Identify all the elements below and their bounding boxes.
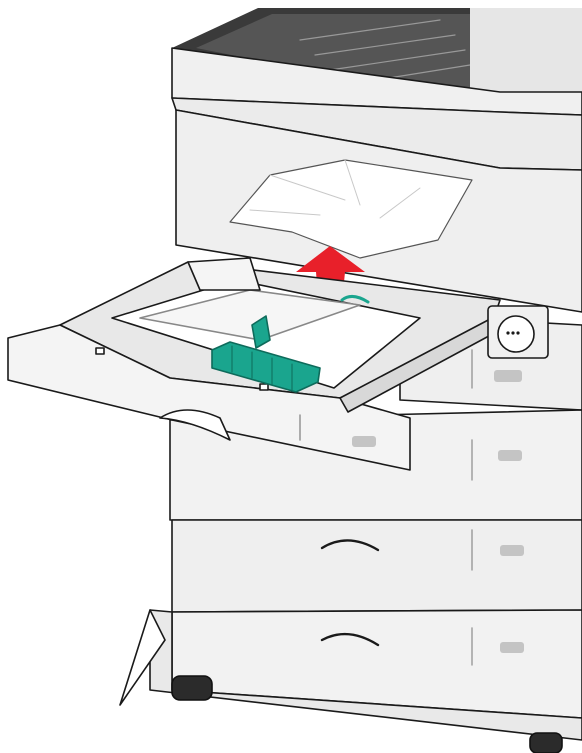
drawer-slot-4 xyxy=(500,642,524,653)
drawer-slot-3 xyxy=(500,545,524,556)
caster-wheel-right xyxy=(530,733,562,753)
tray-knob xyxy=(488,306,548,358)
drawer-slot-2 xyxy=(498,450,522,461)
caster-wheel-left xyxy=(172,676,212,700)
drawer-slot-1 xyxy=(494,370,522,382)
